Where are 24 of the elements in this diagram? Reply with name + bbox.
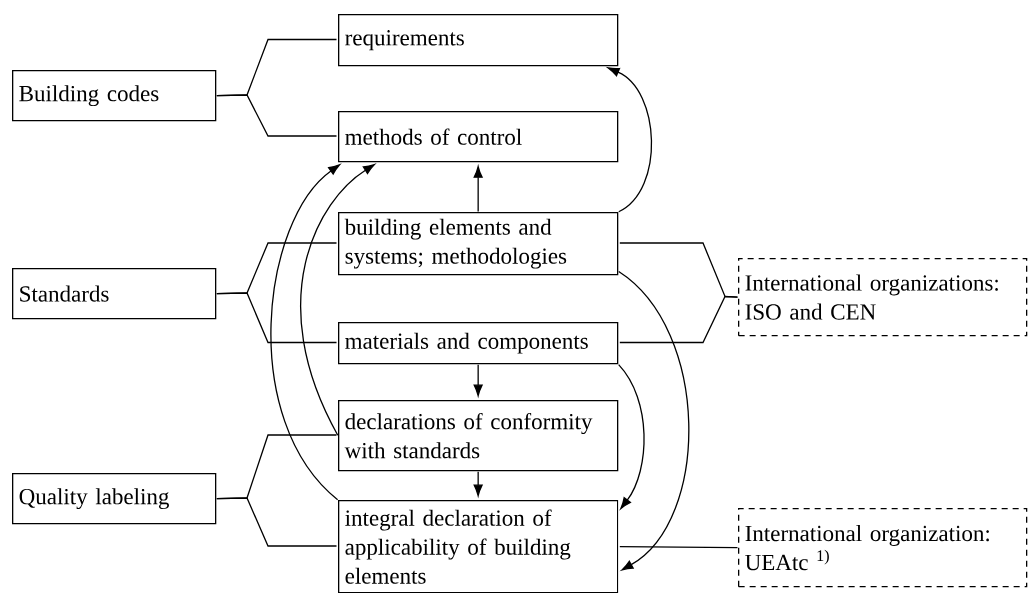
text-box: Quality labeling [12, 473, 217, 525]
text-box: requirements [338, 14, 619, 67]
text-box: integral declaration of applicability of building elements [338, 500, 619, 593]
text-box: declarations of conformity with standards [338, 400, 619, 472]
text-box: methods of control [338, 111, 619, 163]
text-box: building elements and systems; methodologies [338, 212, 619, 276]
connector-line [619, 546, 739, 549]
bracket-connector [216, 94, 338, 137]
bracket-connector [216, 497, 338, 547]
curved-arrow [618, 270, 690, 571]
dashed-box: International organizations: ISO and CEN [738, 258, 1028, 337]
text-box: Standards [12, 268, 217, 320]
arrow [473, 364, 483, 397]
curved-arrow [618, 364, 645, 510]
arrow [473, 165, 483, 213]
curved-arrow [607, 67, 653, 213]
dashed-box: International organization: UEAtc $^{1)}$ [738, 508, 1028, 588]
curved-arrow [300, 163, 375, 436]
arrow [473, 471, 483, 497]
curved-arrow [270, 164, 341, 501]
text-box: materials and components [338, 322, 619, 365]
bracket-connector [216, 292, 338, 344]
bracket-connector [619, 295, 739, 344]
text-box: Building codes [12, 70, 217, 122]
